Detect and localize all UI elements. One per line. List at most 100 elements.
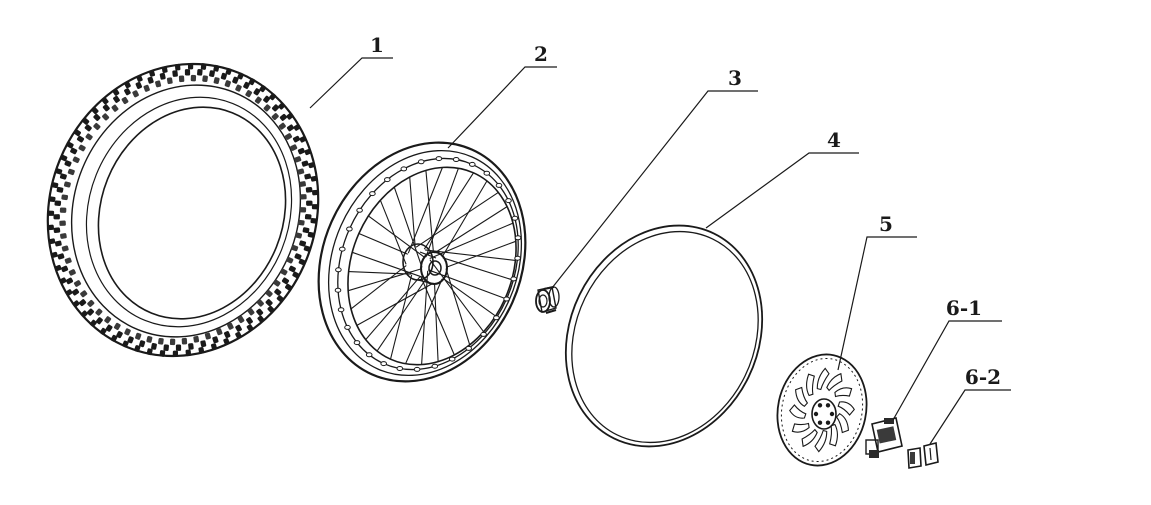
wheel-nipple bbox=[413, 366, 421, 372]
tire-knob bbox=[86, 308, 95, 316]
tire-knob bbox=[223, 338, 230, 346]
tire-knob bbox=[279, 113, 287, 121]
wheel-spoke bbox=[376, 278, 427, 352]
tire-knob bbox=[304, 173, 312, 180]
tire-knob bbox=[172, 350, 179, 358]
wheel-spoke bbox=[441, 180, 488, 258]
tire-knob bbox=[155, 80, 162, 88]
tire-knob bbox=[310, 218, 318, 224]
tire-knob bbox=[73, 280, 82, 287]
tire-knob bbox=[292, 271, 300, 279]
tire-knob bbox=[84, 124, 92, 132]
tire-knob bbox=[59, 173, 67, 180]
tire-knob bbox=[257, 315, 265, 323]
tire-knob bbox=[223, 331, 231, 339]
tire-knob bbox=[312, 189, 319, 196]
tire-knob bbox=[159, 350, 166, 357]
tire-knob bbox=[311, 204, 319, 210]
tire-knob bbox=[299, 181, 306, 187]
tire-knob bbox=[288, 265, 296, 273]
wheel-spoke bbox=[409, 177, 416, 248]
brake-disc-part bbox=[776, 353, 868, 467]
brake-disc-vents bbox=[789, 367, 855, 453]
tire-knob bbox=[285, 283, 293, 291]
tire-knob bbox=[151, 343, 157, 350]
tire-knob bbox=[303, 245, 311, 252]
tire-knob bbox=[286, 112, 294, 120]
brake-disc-vent bbox=[791, 422, 810, 433]
tire-knob bbox=[174, 63, 181, 71]
tire-knob bbox=[135, 81, 143, 89]
tire-knob bbox=[66, 141, 74, 149]
tire-knob bbox=[147, 76, 154, 84]
tire-knob bbox=[101, 97, 109, 105]
brake-disc-vent bbox=[835, 413, 849, 434]
brake-disc-bolt bbox=[829, 411, 835, 417]
tire-knob bbox=[57, 253, 65, 260]
tire-knob bbox=[190, 74, 197, 82]
tire-knob bbox=[166, 77, 173, 85]
tire-knob bbox=[54, 240, 62, 247]
wheel-spoke-nipples bbox=[334, 156, 522, 372]
brake-disc-vent bbox=[806, 373, 815, 397]
wheel-nipple bbox=[356, 207, 363, 213]
tire-knob bbox=[64, 160, 72, 167]
tire-knob bbox=[235, 331, 242, 339]
wheel-nipple bbox=[400, 166, 408, 172]
tire-knob bbox=[93, 123, 101, 130]
tire-knob bbox=[284, 133, 293, 140]
wheel-spokes bbox=[348, 167, 516, 365]
tire-knob bbox=[67, 168, 75, 176]
callout-label-5: 5 bbox=[879, 212, 893, 236]
tire-knob bbox=[85, 133, 93, 141]
wheel-nipple bbox=[431, 363, 439, 369]
tire-knob bbox=[65, 289, 73, 296]
tire-knob bbox=[47, 210, 55, 216]
brake-disc-bolt bbox=[813, 411, 819, 417]
wheel-spoke bbox=[442, 257, 512, 281]
tire-knob bbox=[246, 324, 254, 332]
tire-knob bbox=[310, 175, 318, 182]
tire-knob bbox=[48, 238, 56, 245]
tire-knob bbox=[274, 288, 282, 296]
tire-knob bbox=[200, 63, 207, 70]
tire-knob bbox=[80, 290, 88, 298]
brake-disc-vent bbox=[829, 423, 838, 447]
leader-lines bbox=[309, 57, 1011, 445]
tire-knob bbox=[53, 227, 61, 233]
wheel-nipple bbox=[493, 315, 500, 321]
wheel-nipple bbox=[353, 340, 361, 346]
tire-knob bbox=[178, 75, 185, 83]
tire-knob bbox=[243, 81, 250, 89]
tire-knob bbox=[299, 207, 307, 213]
tire-knob bbox=[292, 135, 301, 143]
wheel-spoke bbox=[405, 278, 443, 364]
brake-disc-bolt bbox=[825, 420, 831, 425]
hub-spacer-part bbox=[535, 286, 560, 314]
tire-knob bbox=[248, 78, 256, 86]
brake-disc-vent bbox=[816, 367, 830, 391]
tire-knob bbox=[59, 207, 67, 213]
brake-pads-part bbox=[907, 442, 939, 469]
brake-disc-vent bbox=[795, 386, 809, 407]
tire-knob bbox=[60, 233, 67, 239]
wheel-spoke bbox=[356, 282, 434, 326]
tire-knob bbox=[172, 70, 178, 77]
wheel-nipple bbox=[469, 161, 476, 167]
tire-knob bbox=[297, 147, 305, 155]
wheel-nipple bbox=[465, 345, 473, 351]
tire-knob bbox=[68, 269, 76, 276]
tire-knob bbox=[302, 227, 310, 234]
wheel-spoke bbox=[425, 249, 516, 261]
wheel-spoke bbox=[445, 240, 516, 268]
wheel-spoke bbox=[348, 271, 411, 275]
tire-knob bbox=[281, 277, 290, 285]
tire-knob bbox=[112, 88, 120, 96]
tire-knob bbox=[213, 64, 220, 72]
tire-knob bbox=[59, 220, 66, 226]
tire-knob bbox=[136, 74, 143, 82]
tire-knob bbox=[89, 319, 97, 327]
wheel-nipple bbox=[503, 296, 510, 302]
tire-knob bbox=[256, 299, 264, 307]
callout-label-1: 1 bbox=[370, 33, 384, 57]
